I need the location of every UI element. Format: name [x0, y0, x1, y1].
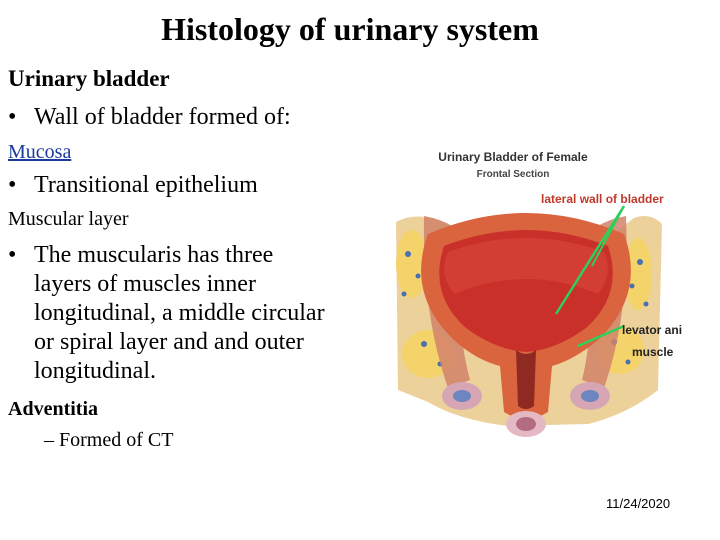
muscularis-line: layers of muscles inner	[34, 271, 256, 297]
muscular-label-strong: Muscular	[8, 208, 84, 230]
figure-subtitle: Frontal Section	[477, 169, 550, 180]
pointer-lateral-wall-2	[591, 205, 625, 267]
muscularis-line: or spiral layer and and outer	[34, 329, 304, 355]
bullet-epithelium-text: Transitional epithelium	[34, 172, 258, 198]
pointer-levator-ani	[577, 324, 625, 348]
urethra	[516, 350, 536, 409]
muscularis-line: longitudinal.	[34, 358, 156, 384]
lumen-highlight	[444, 238, 608, 294]
bullet-wall-text: Wall of bladder formed of:	[34, 104, 291, 130]
bullet-muscularis: • The muscularis has three layers of mus…	[8, 241, 368, 391]
mucosa-link[interactable]: Mucosa	[8, 141, 72, 163]
muscular-label-rest: layer	[83, 208, 129, 230]
bullet-dot: •	[8, 172, 17, 198]
bullet-dot: •	[8, 104, 17, 130]
label-levator-ani: levator ani	[622, 323, 682, 337]
adventitia-label: Adventitia	[8, 398, 98, 420]
lower-structures	[442, 382, 610, 437]
heading-urinary-bladder: Urinary bladder	[8, 66, 170, 91]
slide-date: 11/24/2020	[606, 496, 671, 511]
label-lateral-wall: lateral wall of bladder	[541, 192, 664, 206]
adventitia-subpoint: – Formed of CT	[44, 429, 174, 451]
figure-title: Urinary Bladder of Female	[438, 150, 588, 164]
muscularis-line: The muscularis has three	[34, 242, 274, 268]
label-muscle: muscle	[632, 345, 674, 359]
bladder-diagram: Urinary Bladder of Female Frontal Sectio…	[396, 150, 682, 437]
muscularis-line: longitudinal, a middle circular	[34, 300, 325, 326]
slide-title: Histology of urinary system	[161, 11, 539, 47]
muscular-layer-label: Muscular layer	[8, 208, 129, 231]
bladder-illustration: Urinary Bladder of Female Frontal Sectio…	[388, 144, 718, 456]
bullet-dot: •	[8, 242, 17, 268]
pointer-lateral-wall	[554, 205, 626, 315]
